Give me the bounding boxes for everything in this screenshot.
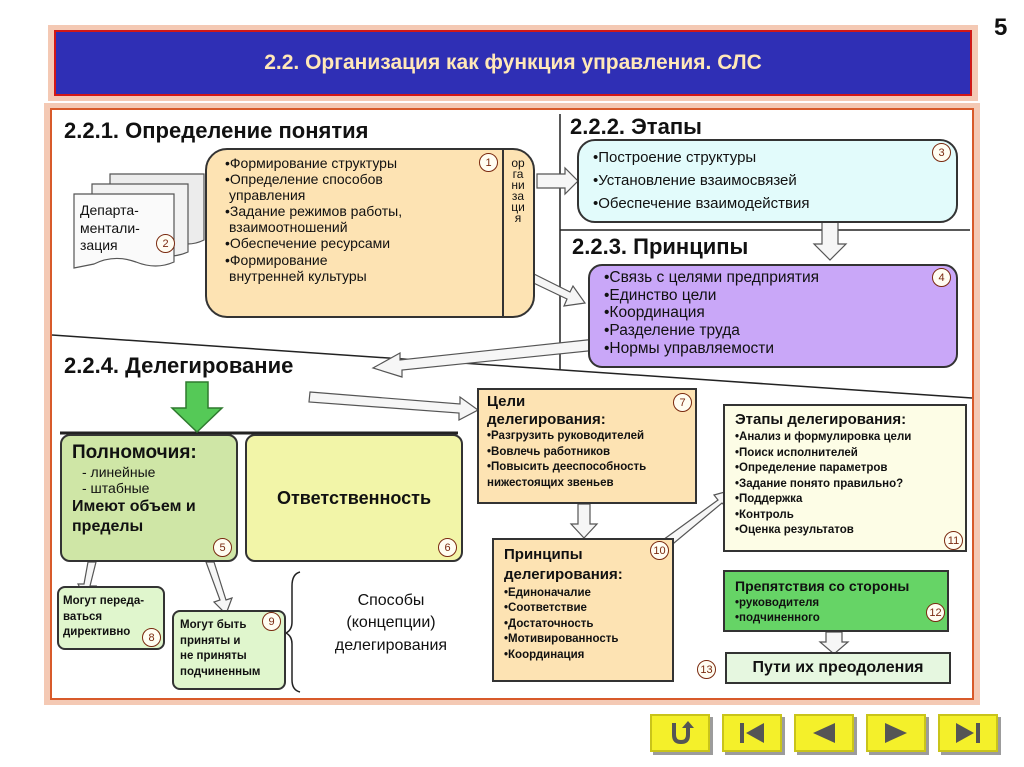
org-box-divider xyxy=(502,150,504,316)
next-icon xyxy=(885,723,907,743)
methods-brace xyxy=(284,571,301,693)
badge-12: 12 xyxy=(926,603,945,622)
arrow-principles-to-delegation xyxy=(371,338,599,378)
organization-definition-box: •Формирование структуры •Определение спо… xyxy=(205,148,535,318)
delegation-goals-box: Цели делегирования: •Разгрузить руководи… xyxy=(477,388,697,504)
nav-return-button[interactable] xyxy=(650,714,710,752)
last-icon xyxy=(956,723,980,743)
arrow-delegation-to-goals xyxy=(308,391,480,421)
badge-2: 2 xyxy=(156,234,175,253)
badge-10: 10 xyxy=(650,541,669,560)
badge-3: 3 xyxy=(932,143,951,162)
nav-next-button[interactable] xyxy=(866,714,926,752)
delegation-stages-box: Этапы делегирования: •Анализ и формулиро… xyxy=(723,404,967,552)
arrow-goals-to-principles xyxy=(569,503,599,539)
departmentalization-label: Департа- ментали- зация xyxy=(80,202,140,253)
vertical-word-organization: организация xyxy=(511,156,525,225)
nav-last-button[interactable] xyxy=(938,714,998,752)
arrow-org-to-stages xyxy=(536,166,579,196)
delegation-methods-label: Способы (концепции) делегирования xyxy=(334,592,448,654)
powers-box: Полномочия: - линейные - штабные Имеют о… xyxy=(60,434,238,562)
prev-icon xyxy=(813,723,835,743)
arrow-delegation-down xyxy=(170,381,224,434)
obstacles-box: Препятствия со стороны •руководителя •по… xyxy=(723,570,949,632)
delegation-principles-box: Принципы делегирования: •Единоначалие •С… xyxy=(492,538,674,682)
section-2-2-1-heading: 2.2.1. Определение понятия xyxy=(64,118,369,143)
badge-11: 11 xyxy=(944,531,963,550)
badge-4: 4 xyxy=(932,268,951,287)
arrow-stages-to-principles xyxy=(812,221,848,261)
section-2-2-4-heading: 2.2.4. Делегирование xyxy=(64,353,294,378)
badge-8: 8 xyxy=(142,628,161,647)
nav-prev-button[interactable] xyxy=(794,714,854,752)
nav-first-button[interactable] xyxy=(722,714,782,752)
section-2-2-2-heading: 2.2.2. Этапы xyxy=(570,114,702,139)
departmentalization-sheets xyxy=(73,173,205,269)
arrow-powers-to-accept xyxy=(205,561,234,616)
overcome-box: Пути их преодоления xyxy=(725,652,951,684)
responsibility-box: Ответственность xyxy=(245,434,463,562)
badge-6: 6 xyxy=(438,538,457,557)
badge-9: 9 xyxy=(262,612,281,631)
divider-diagonal xyxy=(51,334,973,399)
arrow-obstacles-to-overcome xyxy=(818,631,850,655)
badge-13: 13 xyxy=(697,660,716,679)
page-title: 2.2. Организация как функция управления.… xyxy=(54,30,972,96)
first-icon xyxy=(740,723,764,743)
badge-1: 1 xyxy=(479,153,498,172)
badge-5: 5 xyxy=(213,538,232,557)
principles-box: •Связь с целями предприятия •Единство це… xyxy=(588,264,958,368)
section-2-2-3-heading: 2.2.3. Принципы xyxy=(572,234,749,259)
page-number: 5 xyxy=(994,14,1008,41)
return-icon xyxy=(672,721,694,745)
stages-box: •Построение структуры •Установление взаи… xyxy=(577,139,958,223)
badge-7: 7 xyxy=(673,393,692,412)
